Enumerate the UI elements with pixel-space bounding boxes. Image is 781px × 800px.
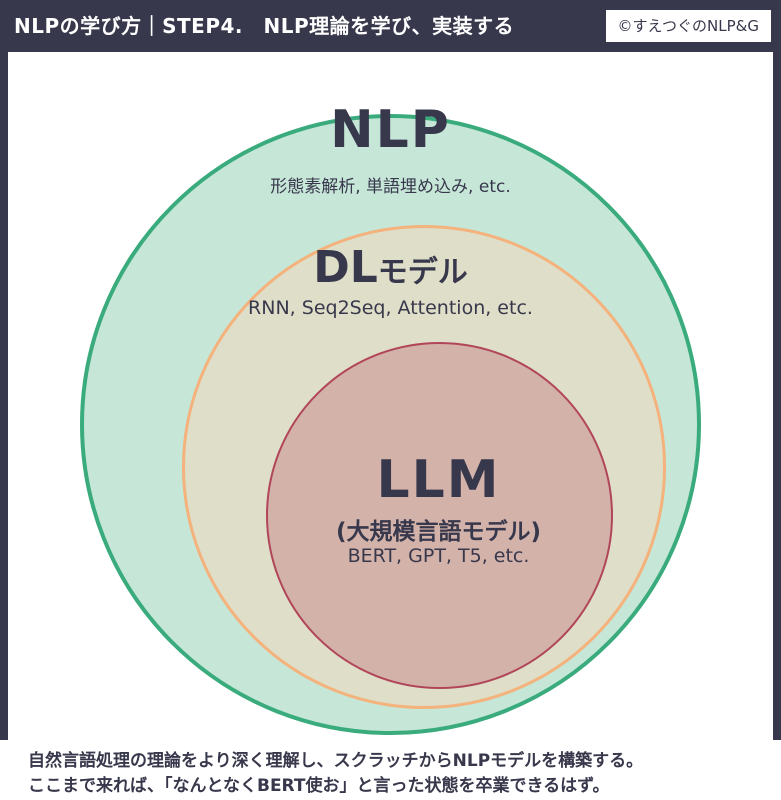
- dl-model-title: DLモデル: [8, 242, 773, 293]
- nlp-examples: 形態素解析, 単語埋め込み, etc.: [270, 177, 511, 197]
- page-title: NLPの学び方｜STEP4. NLP理論を学び、実装する: [14, 14, 515, 38]
- dl-model-examples: RNN, Seq2Seq, Attention, etc.: [248, 297, 533, 319]
- caption-line-1: 自然言語処理の理論をより深く理解し、スクラッチからNLPモデルを構築する。: [28, 751, 644, 771]
- dl-title-main: DL: [313, 242, 378, 293]
- diagram-canvas: NLP 形態素解析, 単語埋め込み, etc. DLモデル RNN, Seq2S…: [8, 52, 773, 740]
- llm-subtitle: (大規模言語モデル): [335, 519, 542, 545]
- caption-line-2: ここまで来れば、「なんとなくBERT使お」と言った状態を卒業できるはず。: [28, 776, 610, 796]
- llm-title: LLM: [376, 450, 501, 510]
- llm-examples: BERT, GPT, T5, etc.: [347, 545, 530, 567]
- footer-caption: 自然言語処理の理論をより深く理解し、スクラッチからNLPモデルを構築する。 ここ…: [0, 740, 781, 800]
- dl-title-suffix: モデル: [377, 255, 468, 290]
- credit-badge: ©すえつぐのNLP&G: [605, 10, 771, 42]
- llm-circle: [266, 342, 613, 689]
- nlp-title: NLP: [330, 100, 451, 160]
- header-bar: NLPの学び方｜STEP4. NLP理論を学び、実装する ©すえつぐのNLP&G: [0, 0, 781, 52]
